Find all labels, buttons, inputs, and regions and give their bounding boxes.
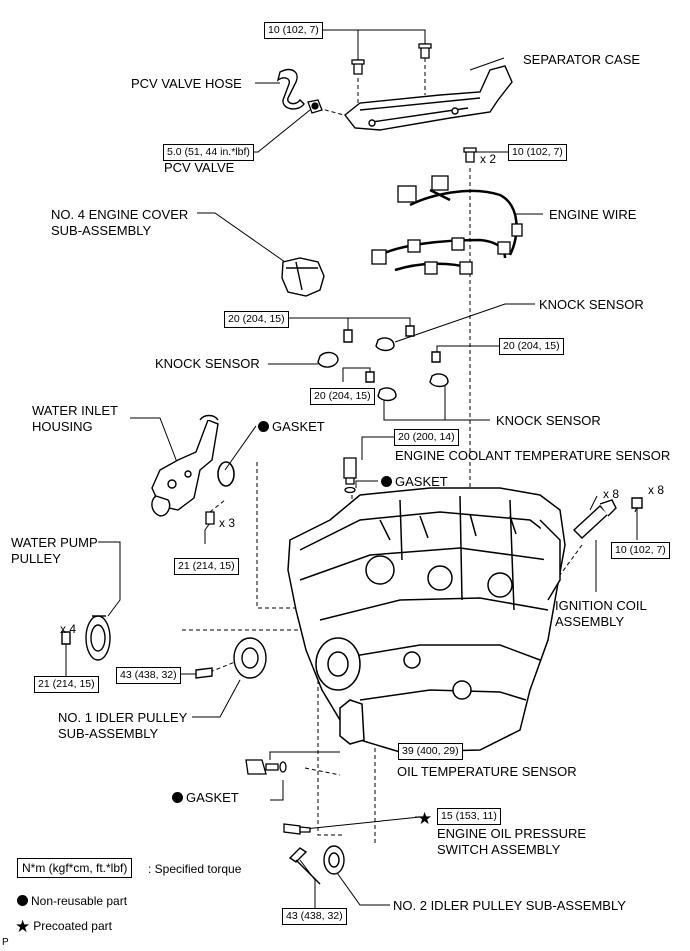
legend-non-reusable-text: Non-reusable part (31, 894, 128, 908)
label-gasket-oil: GASKET (172, 790, 239, 805)
label-no2-idler: NO. 2 IDLER PULLEY SUB-ASSEMBLY (393, 898, 626, 913)
water-inlet-housing-part (151, 414, 219, 517)
label-knock-sensor-b: KNOCK SENSOR (155, 356, 260, 371)
water-pump-pulley-part (61, 615, 111, 661)
no1-idler-pulley-part (195, 637, 267, 679)
label-coolant-sensor: ENGINE COOLANT TEMPERATURE SENSOR (395, 448, 671, 463)
torque-pcv-valve: 5.0 (51, 44 in.*lbf) (163, 144, 254, 161)
coolant-temp-sensor-part (343, 457, 357, 494)
torque-water-pump: 21 (214, 15) (34, 676, 99, 693)
label-engine-wire: ENGINE WIRE (549, 207, 637, 222)
qty-water-pump-bolts: x 4 (60, 622, 77, 636)
gasket-coolant-text: GASKET (395, 474, 448, 489)
label-water-pump-line1: WATER PUMP (11, 535, 98, 550)
ignition-coil-part (572, 497, 643, 539)
legend-precoated: ★Precoated part (15, 917, 112, 936)
label-ignition-coil-line2: ASSEMBLY (555, 614, 625, 629)
label-gasket-coolant: GASKET (381, 474, 448, 489)
oil-temp-sensor-part (245, 759, 287, 775)
torque-no1-idler: 43 (438, 32) (116, 667, 181, 684)
torque-knock-sensor-2: 20 (204, 15) (499, 338, 564, 355)
label-water-pump-line2: PULLEY (11, 551, 61, 566)
no4-engine-cover-part (281, 257, 325, 297)
corner-mark: P (2, 937, 9, 948)
qty-engine-wire-bolts: x 2 (480, 152, 497, 166)
torque-ignition-coil: 10 (102, 7) (611, 542, 670, 559)
label-gasket-inlet: GASKET (258, 419, 325, 434)
gasket-inlet-text: GASKET (272, 419, 325, 434)
torque-water-inlet: 21 (214, 15) (174, 558, 239, 575)
label-knock-sensor-a: KNOCK SENSOR (539, 297, 644, 312)
label-no1-idler-line1: NO. 1 IDLER PULLEY (58, 710, 188, 725)
legend-torque-desc: : Specified torque (148, 862, 242, 876)
label-oil-pressure-line2: SWITCH ASSEMBLY (437, 842, 561, 857)
label-knock-sensor-c: KNOCK SENSOR (496, 413, 601, 428)
label-oil-pressure-line1: ENGINE OIL PRESSURE (437, 826, 587, 841)
separator-case-part (344, 65, 513, 131)
no2-idler-pulley-part (288, 845, 345, 885)
engine-block (287, 487, 566, 753)
pcv-valve-part (307, 99, 323, 114)
label-pcv-valve-hose: PCV VALVE HOSE (131, 76, 242, 91)
non-reusable-dot-icon (381, 476, 392, 487)
torque-oil-temp-sensor: 39 (400, 29) (398, 743, 463, 760)
qty-ignition-coil-bolts: x 8 (648, 483, 665, 497)
precoated-star-icon: ★ (15, 917, 31, 936)
knock-sensor-parts (317, 325, 449, 402)
label-oil-temp-sensor: OIL TEMPERATURE SENSOR (397, 764, 577, 779)
inlet-gasket-part (217, 461, 235, 487)
qty-ignition-coils: x 8 (603, 487, 620, 501)
label-ignition-coil-line1: IGNITION COIL (555, 598, 647, 613)
label-no4-engine-cover-line2: SUB-ASSEMBLY (51, 223, 152, 238)
legend-non-reusable: Non-reusable part (17, 894, 127, 909)
non-reusable-dot-icon (17, 895, 28, 906)
torque-no2-idler: 43 (438, 32) (282, 908, 347, 925)
torque-oil-pressure-switch: 15 (153, 11) (437, 808, 501, 825)
legend-precoated-text: Precoated part (33, 919, 112, 933)
non-reusable-dot-icon (172, 792, 183, 803)
label-water-inlet-line2: HOUSING (32, 419, 93, 434)
precoated-star-oil-pressure: ★ (417, 809, 435, 828)
legend-torque-unit: N*m (kgf*cm, ft.*lbf) (17, 858, 133, 878)
label-water-inlet-line1: WATER INLET (32, 403, 118, 418)
pcv-hose-part (276, 68, 305, 110)
torque-knock-sensor-1: 20 (204, 15) (224, 311, 289, 328)
label-no4-engine-cover-line1: NO. 4 ENGINE COVER (51, 207, 189, 222)
label-separator-case: SEPARATOR CASE (523, 52, 641, 67)
precoated-star-icon: ★ (417, 809, 433, 828)
torque-separator-case: 10 (102, 7) (264, 22, 323, 39)
torque-engine-wire: 10 (102, 7) (508, 144, 567, 161)
oil-pressure-switch-part (283, 823, 311, 835)
qty-water-inlet-bolts: x 3 (219, 516, 236, 530)
label-pcv-valve: PCV VALVE (164, 160, 235, 175)
torque-knock-sensor-3: 20 (204, 15) (310, 388, 375, 405)
non-reusable-dot-icon (258, 421, 269, 432)
torque-coolant-sensor: 20 (200, 14) (394, 429, 459, 446)
gasket-oil-text: GASKET (186, 790, 239, 805)
label-no1-idler-line2: SUB-ASSEMBLY (58, 726, 159, 741)
